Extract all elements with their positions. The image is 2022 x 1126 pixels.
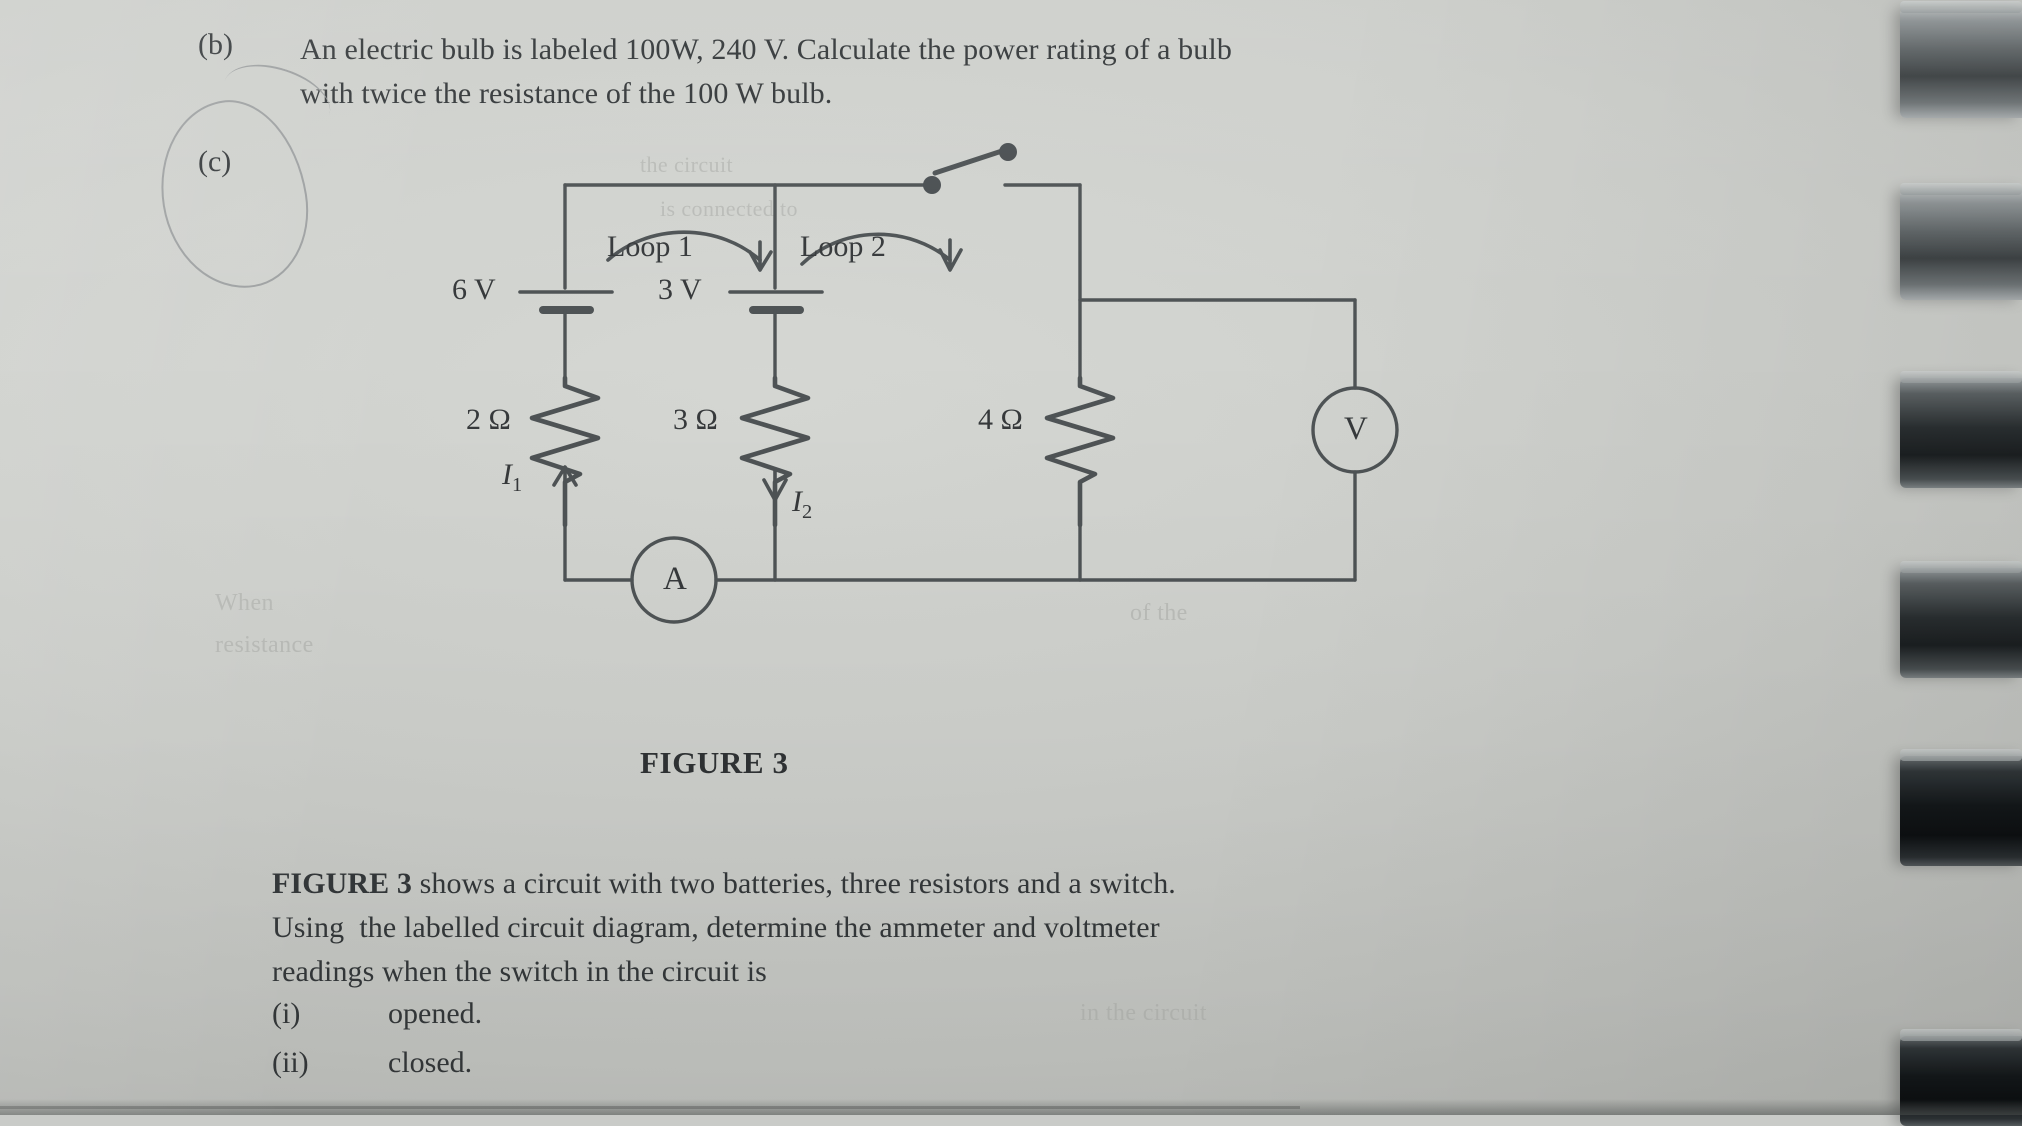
resistor-2ohm-label: 2 Ω — [466, 403, 511, 436]
body-line-1-rest: shows a circuit with two batteries, thre… — [411, 867, 1176, 900]
loop1-label: Loop 1 — [607, 230, 693, 263]
binding-ring-cap — [1900, 1, 2022, 13]
body-figure-ref: FIGURE 3 — [272, 867, 412, 900]
current-I1-arrow — [552, 465, 578, 494]
battery-3v-label: 3 V — [658, 273, 702, 306]
binding-ring-cap — [1900, 561, 2022, 573]
ghost-text: When — [215, 590, 274, 616]
body-line-3: readings when the switch in the circuit … — [272, 955, 767, 988]
resistor-3ohm-symbol — [739, 375, 811, 528]
circuit-diagram: 6 V 3 V 2 Ω 3 Ω 4 Ω Loop 1 Loop 2 I1 I2 … — [430, 140, 1510, 624]
current-I1-symbol: I — [502, 458, 512, 491]
resistor-4ohm-label: 4 Ω — [978, 403, 1023, 436]
current-I1-subscript: 1 — [512, 474, 523, 496]
binding-ring — [1900, 749, 2022, 866]
ammeter-symbol: A — [663, 561, 687, 597]
current-I1-label: I1 — [502, 458, 522, 497]
ghost-text: in the circuit — [1080, 1000, 1207, 1026]
binding-ring — [1900, 1, 2022, 118]
question-b-marker: (b) — [198, 28, 233, 61]
body-line-2: Using the labelled circuit diagram, dete… — [272, 911, 1160, 944]
ghost-text: resistance — [215, 632, 314, 658]
battery-6v-label: 6 V — [452, 273, 496, 306]
loop2-arrowhead — [938, 238, 963, 272]
loop2-label: Loop 2 — [800, 230, 886, 263]
body-line-1: FIGURE 3 shows a circuit with two batter… — [272, 862, 1472, 906]
binding-ring — [1900, 371, 2022, 488]
current-I2-arrow — [762, 468, 788, 502]
binding-ring-cap — [1900, 371, 2022, 383]
sub-item-ii-text: closed. — [388, 1046, 473, 1079]
question-b-line-2: with twice the resistance of the 100 W b… — [300, 77, 833, 110]
binding-ring — [1900, 561, 2022, 678]
ghost-text: of the — [1130, 600, 1188, 626]
current-I2-symbol: I — [792, 485, 802, 518]
loop1-arc — [606, 230, 762, 262]
question-b-line-1: An electric bulb is labeled 100W, 240 V.… — [300, 33, 1232, 66]
resistor-3ohm-label: 3 Ω — [673, 403, 718, 436]
page-bottom-shadow — [0, 1099, 2022, 1115]
resistor-2ohm-symbol — [529, 375, 601, 528]
loop2-arc — [800, 232, 952, 266]
question-c-marker: (c) — [198, 145, 232, 178]
switch-lever — [932, 147, 1008, 176]
sub-item-ii-marker: (ii) — [272, 1046, 309, 1079]
current-I2-label: I2 — [792, 485, 812, 524]
binding-ring-cap — [1900, 183, 2022, 195]
resistor-4ohm-symbol — [1044, 375, 1116, 528]
sub-item-i-marker: (i) — [272, 997, 301, 1030]
sub-item-i-text: opened. — [388, 997, 483, 1030]
binding-ring — [1900, 183, 2022, 300]
switch-contact-right — [999, 143, 1017, 161]
current-I2-subscript: 2 — [802, 501, 813, 523]
figure-caption: FIGURE 3 — [640, 745, 789, 780]
switch-contact-left — [923, 176, 941, 194]
loop1-arrowhead — [748, 240, 773, 272]
binding-ring-cap — [1900, 1029, 2022, 1041]
binding-ring-cap — [1900, 749, 2022, 761]
voltmeter-symbol: V — [1344, 411, 1368, 447]
